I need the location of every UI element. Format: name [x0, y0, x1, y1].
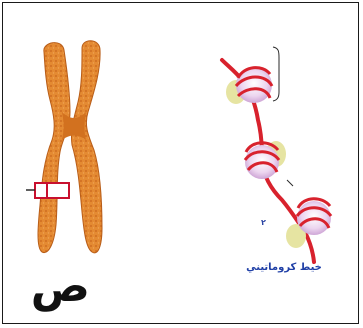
chromatin-fiber [222, 47, 331, 262]
chromatin-label: خيط كروماتيني [244, 262, 324, 273]
figure-letter: ص [34, 262, 90, 312]
nucleosome-2 [245, 141, 286, 179]
gene-band-marker [35, 183, 69, 198]
linker-pointer [287, 180, 293, 186]
chromatid-left [38, 43, 70, 253]
chromatid-right [71, 41, 102, 253]
marker-label: ٢ [261, 218, 266, 227]
bracket [273, 47, 279, 101]
chromosome [26, 41, 102, 253]
